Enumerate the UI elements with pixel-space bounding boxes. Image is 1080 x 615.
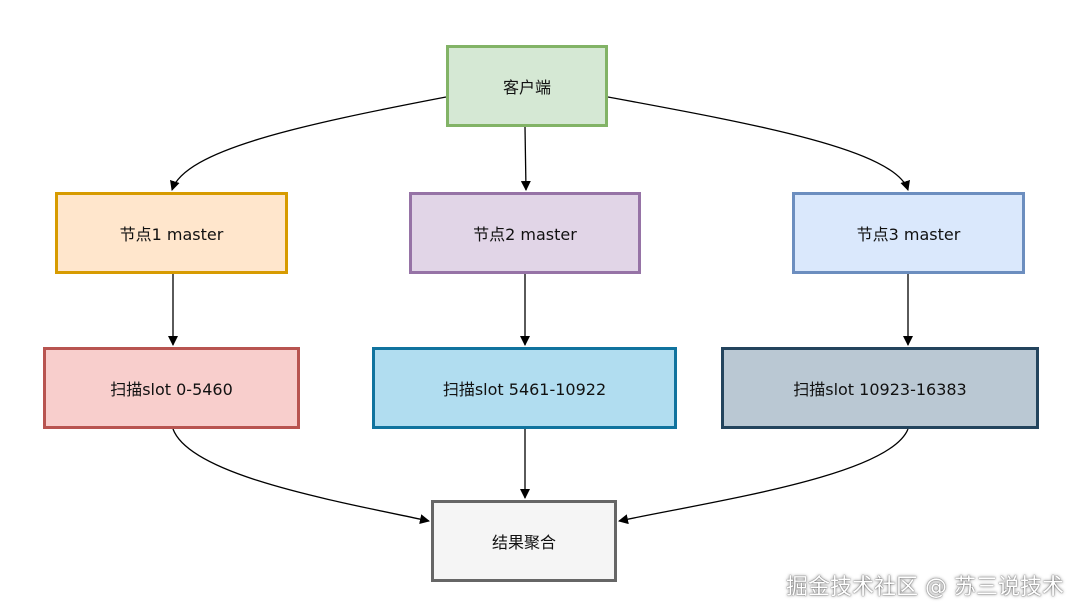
edge-client-to-node2 [520,126,531,191]
node-scan-1-label: 扫描slot 0-5460 [110,380,233,399]
edge-client-to-node1 [170,96,447,191]
edge-scan1-to-merge [172,428,430,525]
node-master-2-label: 节点2 master [473,225,577,244]
node-master-3: 节点3 master [792,192,1025,274]
node-scan-2: 扫描slot 5461-10922 [372,347,677,429]
watermark: 掘金技术社区 @ 苏三说技术 [786,575,1064,600]
node-master-3-label: 节点3 master [856,225,961,244]
node-client-label: 客户端 [502,78,551,97]
node-scan-1: 扫描slot 0-5460 [43,347,300,429]
node-master-1: 节点1 master [55,192,288,274]
node-scan-3: 扫描slot 10923-16383 [721,347,1039,429]
node-merge-label: 结果聚合 [491,533,556,552]
edge-scan3-to-merge [618,428,909,525]
node-scan-2-label: 扫描slot 5461-10922 [442,380,607,399]
node-scan-3-label: 扫描slot 10923-16383 [793,380,967,399]
node-client: 客户端 [446,45,608,127]
node-merge: 结果聚合 [431,500,617,582]
node-master-1-label: 节点1 master [119,225,224,244]
node-master-2: 节点2 master [409,192,641,274]
edge-client-to-node3 [607,96,910,191]
